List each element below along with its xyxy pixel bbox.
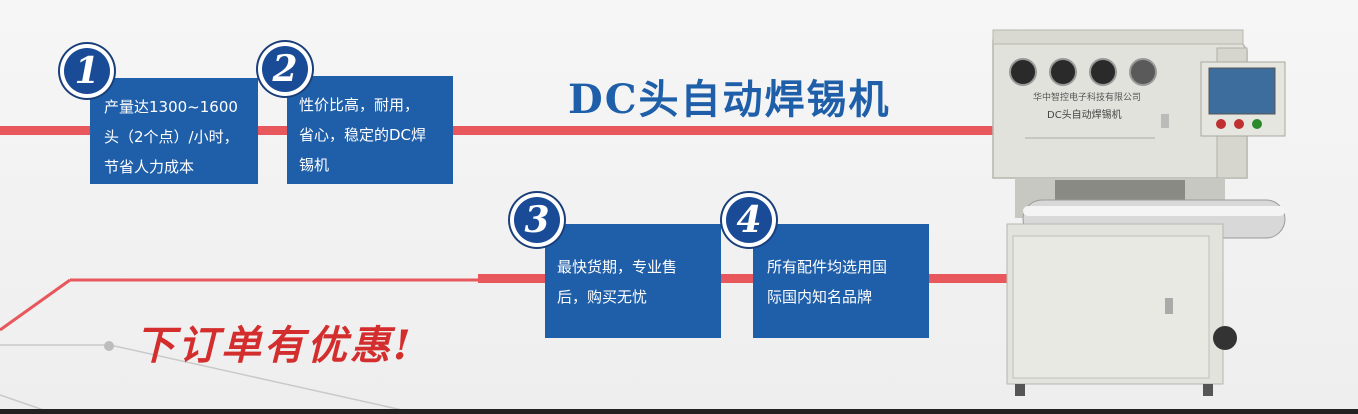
promo-slogan: 下订单有优惠! — [135, 322, 414, 369]
badge-number: 3 — [514, 197, 560, 243]
decorative-dot — [104, 341, 114, 351]
badge-number: 2 — [262, 46, 308, 92]
feature-line: 后，购买无忧 — [557, 288, 648, 306]
badge-number: 1 — [64, 48, 110, 94]
feature-line: 际国内知名品牌 — [767, 288, 873, 306]
feature-badge-3: 3 — [510, 193, 564, 247]
headline-title: DC头自动焊锡机 — [568, 76, 891, 123]
red-band-top — [0, 126, 995, 135]
feature-line: 节省人力成本 — [104, 158, 195, 176]
feature-card-3: 最快货期，专业售 后，购买无忧 — [545, 224, 721, 338]
machine-model-label: DC头自动焊锡机 — [1047, 108, 1122, 121]
feature-line: 锡机 — [299, 156, 330, 174]
soldering-machine-image: 华中智控电子科技有限公司 DC头自动焊锡机 — [992, 29, 1286, 396]
feature-card-2: 性价比高，耐用， 省心，稳定的DC焊 锡机 — [287, 76, 453, 184]
feature-line: 性价比高，耐用， — [299, 96, 420, 114]
feature-line: 省心，稳定的DC焊 — [299, 126, 427, 144]
feature-badge-2: 2 — [258, 42, 312, 96]
feature-card-4: 所有配件均选用国 际国内知名品牌 — [753, 224, 929, 338]
machine-company-label: 华中智控电子科技有限公司 — [1033, 91, 1141, 103]
feature-badge-4: 4 — [722, 193, 776, 247]
feature-badge-1: 1 — [60, 44, 114, 98]
badge-number: 4 — [726, 197, 772, 243]
feature-line: 产量达1300~1600 — [104, 98, 238, 116]
feature-line: 所有配件均选用国 — [767, 258, 888, 276]
feature-line: 头（2个点）/小时， — [104, 128, 239, 146]
feature-card-1: 产量达1300~1600 头（2个点）/小时， 节省人力成本 — [90, 78, 258, 184]
red-band-bottom — [478, 274, 1008, 283]
feature-line: 最快货期，专业售 — [557, 258, 678, 276]
bottom-border — [0, 409, 1358, 414]
